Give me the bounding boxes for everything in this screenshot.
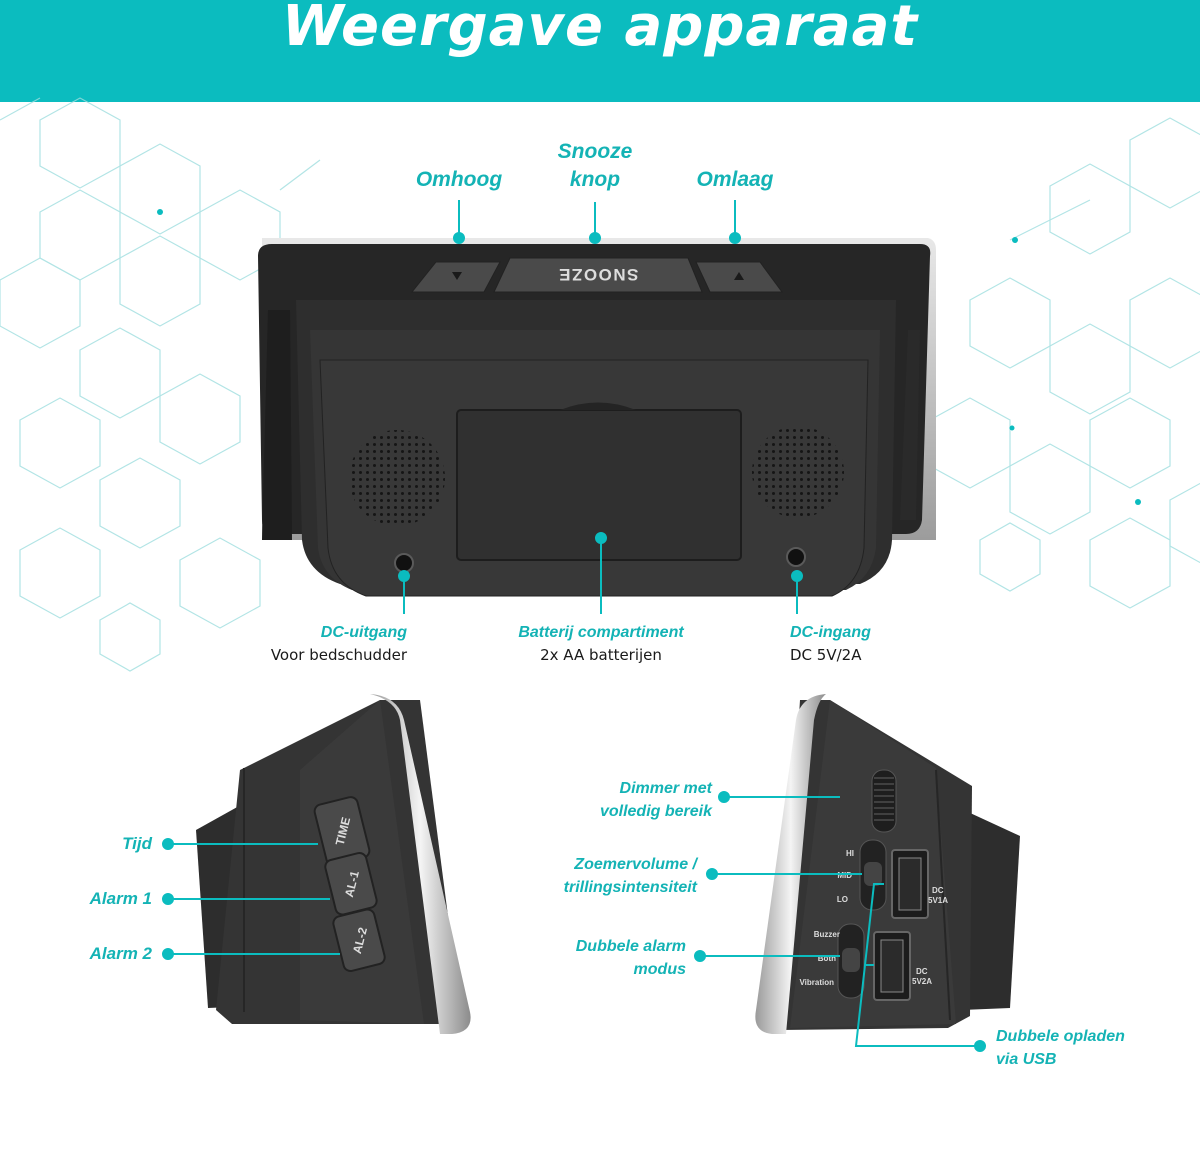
switch-lo-text: LO <box>837 895 848 904</box>
mode-buzzer-text: Buzzer <box>814 930 840 939</box>
time-label: Tijd <box>122 834 153 853</box>
device-top-view: SNOOZE <box>258 238 936 597</box>
left-callout-lines <box>162 838 340 960</box>
switch-mid-text: MID <box>837 871 852 880</box>
mode-label-line1: Dubbele alarm <box>576 938 686 955</box>
dc-output-jack <box>394 553 414 573</box>
down-button[interactable] <box>695 261 783 293</box>
usb1-text-line2: 5V1A <box>928 896 948 905</box>
alarm1-label: Alarm 1 <box>89 889 152 908</box>
right-speaker-grille <box>752 426 844 518</box>
snooze-button[interactable]: SNOOZE <box>493 257 703 293</box>
up-button-label: Omhoog <box>416 168 502 191</box>
time-button-text: TIME <box>333 816 354 847</box>
left-speaker-grille <box>349 430 445 526</box>
mode-label-line2: modus <box>634 961 687 978</box>
battery-subtitle: 2x AA batterijen <box>540 646 662 664</box>
alarm2-label: Alarm 2 <box>89 944 153 963</box>
alarm-mode-switch[interactable] <box>837 923 865 999</box>
dc-input-subtitle: DC 5V/2A <box>790 646 862 664</box>
background-dots <box>157 209 1141 505</box>
usb-label-line1: Dubbele opladen <box>996 1028 1125 1045</box>
snooze-label-line2: knop <box>570 168 620 191</box>
usb1-text-line1: DC <box>932 886 944 895</box>
device-left-side-view: TIME AL-1 AL-2 <box>196 694 471 1034</box>
dimmer-label-line1: Dimmer met <box>620 780 713 797</box>
mode-both-text: Both <box>818 954 836 963</box>
top-callout-lines <box>398 200 803 614</box>
usb-label-line2: via USB <box>996 1051 1056 1068</box>
dc-input-title: DC-ingang <box>790 624 871 641</box>
volume-label-line1: Zoemervolume / <box>573 856 698 873</box>
mode-vibration-text: Vibration <box>799 978 834 987</box>
header-banner: Weergave apparaat <box>0 0 1200 102</box>
page-title: Weergave apparaat <box>281 0 919 59</box>
down-button-label: Omlaag <box>696 168 773 191</box>
up-button[interactable] <box>410 261 501 293</box>
device-right-side-view: HI MID LO Buzzer Both Vibration DC 5V1A … <box>755 694 1020 1034</box>
dc-input-jack <box>786 547 806 567</box>
snooze-button-text: SNOOZE <box>558 265 639 284</box>
hexagon-background-pattern <box>0 97 1200 672</box>
battery-title: Batterij compartiment <box>518 624 684 641</box>
dc-output-subtitle: Voor bedschudder <box>271 646 408 664</box>
usb2-text-line2: 5V2A <box>912 977 932 986</box>
alarm2-button-text: AL-2 <box>350 926 370 956</box>
time-button[interactable]: TIME <box>313 796 371 867</box>
usb-port-2[interactable] <box>873 931 911 1001</box>
usb2-text-line1: DC <box>916 967 928 976</box>
snooze-label-line1: Snooze <box>558 140 633 163</box>
right-callout-lines <box>694 791 986 1052</box>
dc-output-title: DC-uitgang <box>321 624 407 641</box>
switch-hi-text: HI <box>846 849 854 858</box>
usb-port-1[interactable] <box>891 849 929 919</box>
dimmer-label-line2: volledig bereik <box>600 803 713 820</box>
volume-label-line2: trillingsintensiteit <box>564 879 698 896</box>
dimmer-wheel[interactable] <box>871 769 897 833</box>
alarm2-button[interactable]: AL-2 <box>332 908 386 973</box>
alarm1-button-text: AL-1 <box>342 869 362 899</box>
